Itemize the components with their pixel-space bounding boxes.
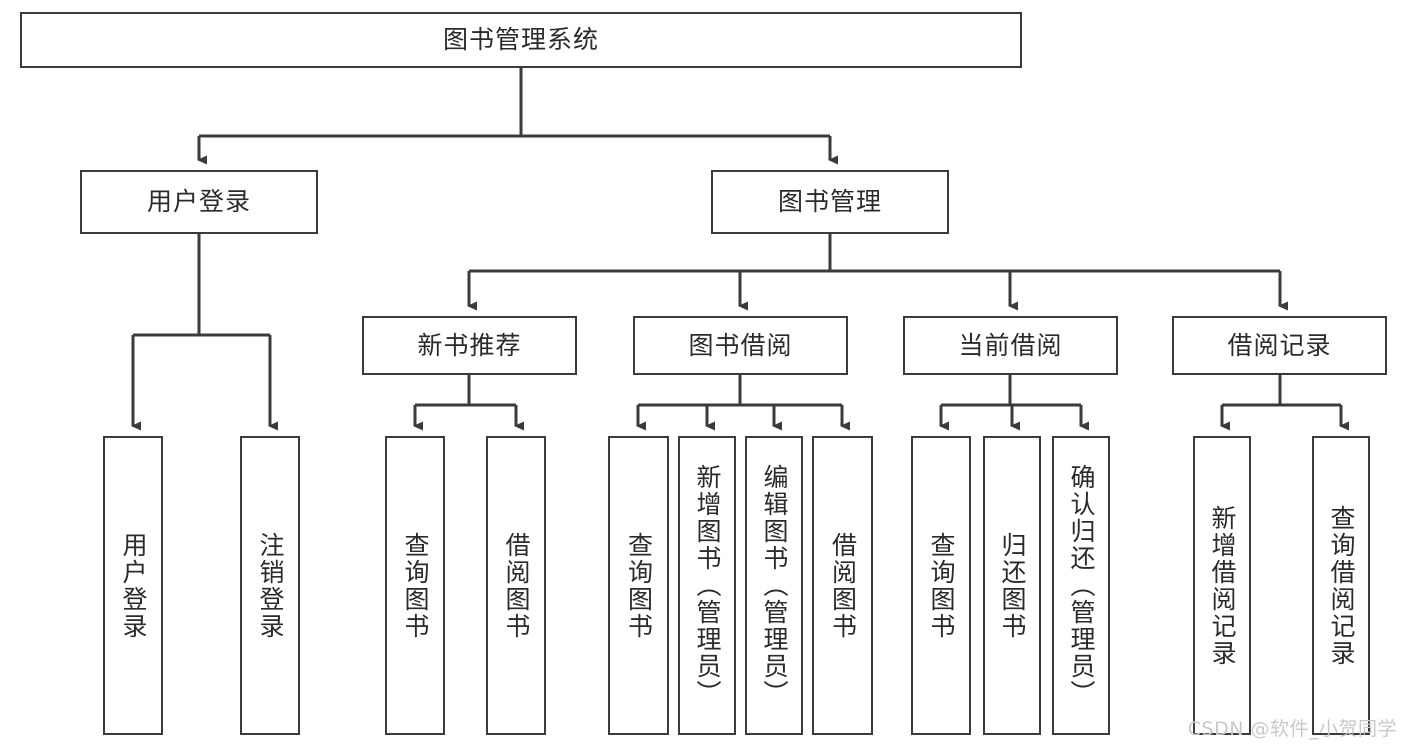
leaf-user-login[interactable]: 用户登录 [103,436,163,735]
node-current-borrow[interactable]: 当前借阅 [903,316,1118,375]
node-user-login[interactable]: 用户登录 [80,170,318,234]
node-root[interactable]: 图书管理系统 [20,12,1022,68]
node-label: 查询图书 [624,531,654,640]
node-label: 查询借阅记录 [1327,504,1356,667]
leaf-confirm-return[interactable]: 确认归还（管理员） [1052,436,1110,735]
leaf-return-book[interactable]: 归还图书 [983,436,1041,735]
node-label: 图书借阅 [688,330,793,360]
node-label: 新增借阅记录 [1208,504,1237,667]
node-label: 借阅图书 [502,531,531,640]
leaf-user-logout[interactable]: 注销登录 [240,436,300,735]
leaf-query-borrow-record[interactable]: 查询借阅记录 [1312,436,1370,735]
node-label: 图书管理 [777,187,882,216]
node-label: 确认归还（管理员） [1067,464,1096,707]
leaf-add-borrow-record[interactable]: 新增借阅记录 [1193,436,1251,735]
leaf-query-book-1[interactable]: 查询图书 [385,436,445,735]
leaf-borrow-book-1[interactable]: 借阅图书 [486,436,546,735]
node-new-book-recommend[interactable]: 新书推荐 [362,316,577,375]
leaf-query-book-2[interactable]: 查询图书 [608,436,669,735]
node-book-borrow[interactable]: 图书借阅 [633,316,848,375]
leaf-borrow-book-2[interactable]: 借阅图书 [812,436,873,735]
node-label: 新书推荐 [417,330,522,360]
leaf-query-book-3[interactable]: 查询图书 [911,436,971,735]
node-label: 借阅图书 [828,531,858,640]
node-label: 用户登录 [119,531,148,640]
node-label: 归还图书 [998,531,1027,640]
node-label: 用户登录 [146,187,251,216]
leaf-add-book[interactable]: 新增图书（管理员） [678,436,736,735]
node-label: 借阅记录 [1227,330,1332,360]
node-label: 注销登录 [256,531,285,640]
leaf-edit-book[interactable]: 编辑图书（管理员） [745,436,803,735]
node-label: 当前借阅 [958,330,1063,360]
node-label: 图书管理系统 [442,25,599,54]
node-label: 新增图书（管理员） [693,464,722,707]
csdn-watermark: CSDN @软件_小贺同学 [1187,718,1397,740]
node-borrow-record[interactable]: 借阅记录 [1172,316,1387,375]
node-label: 查询图书 [927,531,956,640]
node-label: 编辑图书（管理员） [760,464,789,707]
node-label: 查询图书 [401,531,430,640]
node-book-manage[interactable]: 图书管理 [711,170,949,234]
